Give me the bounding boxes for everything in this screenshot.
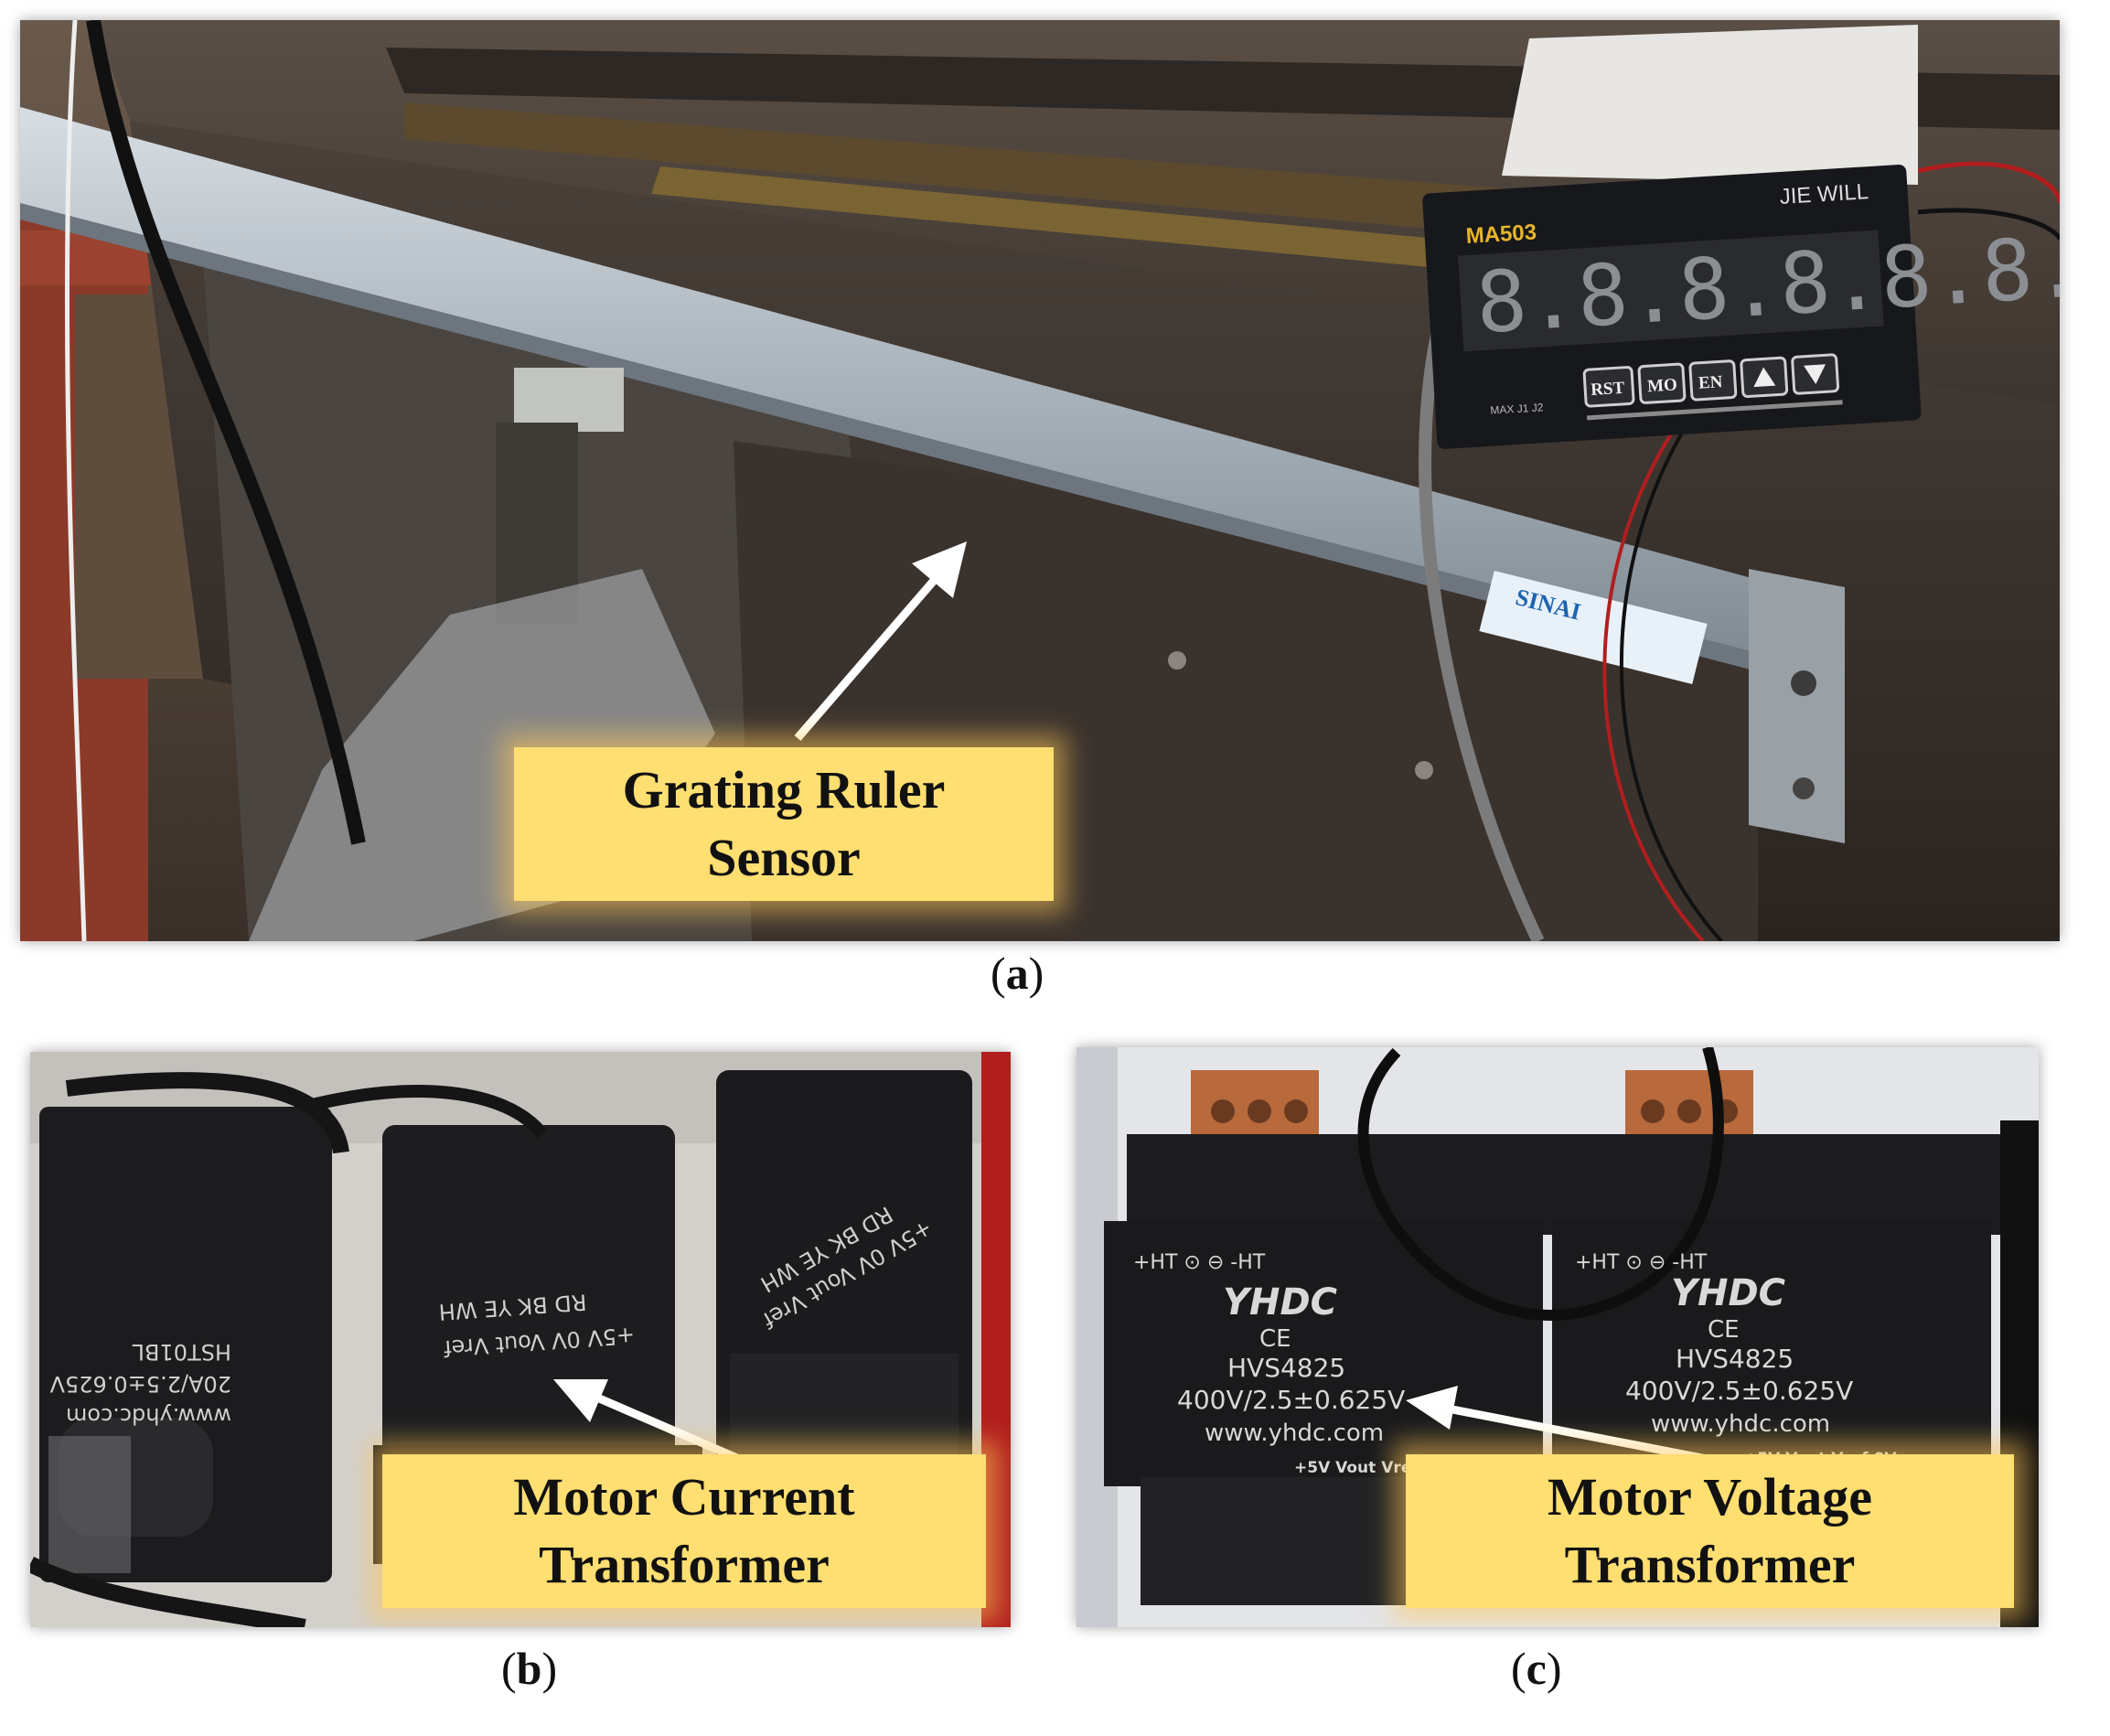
caption-b: (b) — [501, 1643, 558, 1694]
svg-text:CE: CE — [1708, 1316, 1740, 1344]
svg-text:www.yhdc.com: www.yhdc.com — [1651, 1410, 1830, 1438]
svg-text:20A/2.5±0.625V: 20A/2.5±0.625V — [49, 1371, 231, 1397]
photo-current-transformer: www.yhdc.com 20A/2.5±0.625V HST01BL +5V … — [30, 1052, 1011, 1627]
svg-text:HST01BL: HST01BL — [132, 1339, 231, 1365]
caption-c: (c) — [1511, 1643, 1562, 1694]
arrowhead-current-transformer — [553, 1379, 608, 1422]
caption-a: (a) — [991, 948, 1044, 999]
down-arrow-icon — [1804, 364, 1826, 384]
display-model-label: MA503 — [1465, 220, 1537, 249]
svg-text:YHDC: YHDC — [1671, 1272, 1785, 1314]
svg-text:400V/2.5±0.625V: 400V/2.5±0.625V — [1177, 1385, 1405, 1415]
arrowhead-grating-ruler — [912, 541, 967, 598]
photo-grating-ruler: SINAI MA503 JIE WILL 8.8.8.8.8.8. MAX J1… — [20, 20, 2060, 941]
svg-text:400V/2.5±0.625V: 400V/2.5±0.625V — [1625, 1376, 1853, 1406]
motor-voltage-transformer-label: Motor Voltage Transformer — [1406, 1454, 2014, 1608]
svg-text:+HT ⊙ ⊖ -HT: +HT ⊙ ⊖ -HT — [1575, 1251, 1708, 1274]
rst-button — [1582, 366, 1635, 408]
en-button — [1688, 359, 1738, 402]
svg-text:HVS4825: HVS4825 — [1227, 1353, 1345, 1383]
grating-ruler-sensor-label: Grating Ruler Sensor — [514, 747, 1054, 901]
display-led-labels: MAX J1 J2 — [1490, 401, 1544, 417]
svg-text:www.yhdc.com: www.yhdc.com — [1205, 1420, 1384, 1447]
svg-text:YHDC: YHDC — [1223, 1281, 1337, 1323]
up-arrow-icon — [1753, 367, 1776, 388]
mo-button — [1637, 362, 1687, 404]
arrowhead-voltage-transformer — [1406, 1386, 1458, 1430]
en-button-label: EN — [1698, 372, 1723, 393]
svg-text:HVS4825: HVS4825 — [1676, 1344, 1794, 1374]
grating-ruler-scene: SINAI MA503 JIE WILL 8.8.8.8.8.8. MAX J1… — [20, 20, 2060, 941]
digital-readout-display: MA503 JIE WILL 8.8.8.8.8.8. MAX J1 J2 RS… — [1422, 165, 2060, 449]
arrow-grating-ruler — [794, 552, 959, 741]
left-sensor-markings: www.yhdc.com 20A/2.5±0.625V HST01BL — [49, 1339, 231, 1429]
svg-text:+HT ⊙ ⊖ -HT: +HT ⊙ ⊖ -HT — [1133, 1251, 1266, 1274]
mo-button-label: MO — [1647, 375, 1678, 396]
svg-text:www.yhdc.com: www.yhdc.com — [66, 1403, 231, 1429]
display-brand-label: JIE WILL — [1779, 179, 1869, 209]
photo-voltage-transformer: +HT ⊙ ⊖ -HT YHDC CE HVS4825 400V/2.5±0.6… — [1076, 1047, 2039, 1627]
svg-text:CE: CE — [1259, 1325, 1291, 1353]
motor-current-transformer-label: Motor Current Transformer — [382, 1454, 986, 1608]
rst-button-label: RST — [1591, 379, 1626, 400]
